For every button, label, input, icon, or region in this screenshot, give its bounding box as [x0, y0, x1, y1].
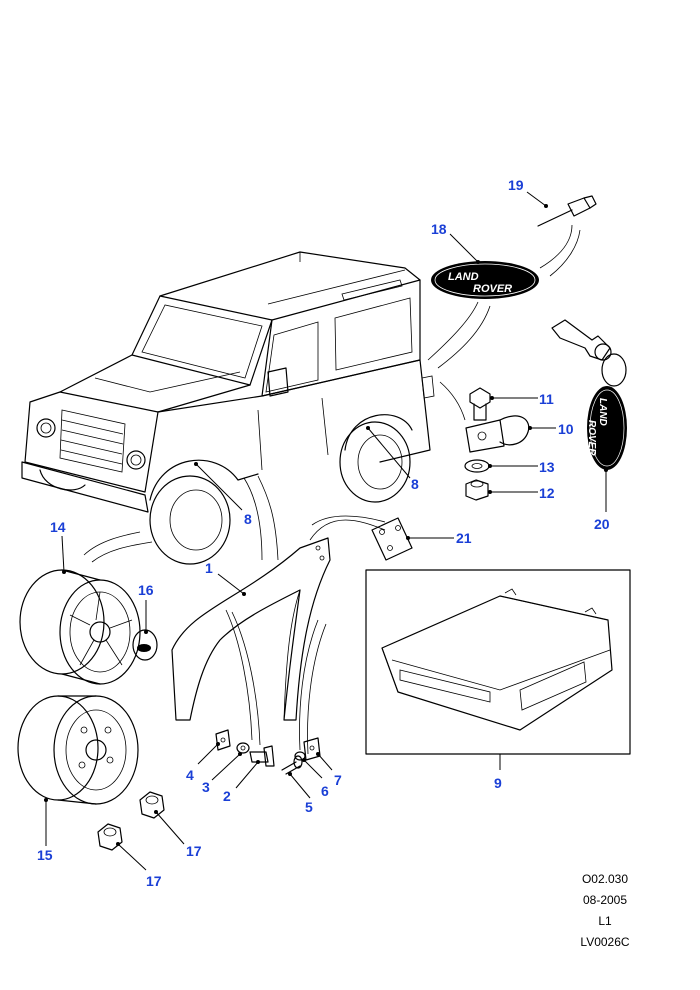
rivet-part: [537, 195, 597, 227]
footer-code: O02.030: [581, 872, 629, 886]
callout-6: 6: [321, 783, 329, 799]
washer-part-13: [464, 459, 490, 473]
leader-lines: [44, 191, 608, 871]
wheel-nut-part-b: [97, 823, 123, 851]
callout-7: 7: [334, 772, 342, 788]
cover-part: [381, 588, 613, 731]
lashing-ring-part: [465, 415, 530, 453]
wheel-nut-part-a: [139, 791, 165, 819]
callout-10: 10: [558, 421, 574, 437]
callout-5: 5: [305, 799, 313, 815]
callout-9: 9: [494, 775, 502, 791]
footer-date: 08-2005: [582, 893, 628, 907]
nut-part-12: [465, 479, 489, 501]
bolt-part-2: [249, 745, 275, 767]
key-fob-part: LAND ROVER: [551, 319, 627, 470]
callout-19: 19: [508, 177, 524, 193]
footer-level: L1: [598, 914, 612, 928]
callout-17-b: 17: [146, 873, 162, 889]
callout-2: 2: [223, 788, 231, 804]
fob-land-text: LAND: [597, 398, 608, 426]
mounting-plate-part: [371, 517, 413, 561]
steel-wheel-part: [17, 695, 139, 805]
clip-part-4: [215, 729, 231, 751]
callout-4: 4: [186, 767, 194, 783]
cover-inset-box: [365, 569, 631, 755]
callout-12: 12: [539, 485, 555, 501]
callout-21: 21: [456, 530, 472, 546]
callout-15: 15: [37, 847, 53, 863]
callout-17-a: 17: [186, 843, 202, 859]
vehicle-illustration: [21, 251, 435, 565]
callout-14: 14: [50, 519, 66, 535]
rear-badge-land-rover: LAND ROVER: [431, 261, 539, 299]
callout-16: 16: [138, 582, 154, 598]
screw-part-5: [281, 755, 303, 775]
callout-labels: 1 2 3 4 5 6 7 8 8 9 10 11 12 13 14 15 16…: [37, 177, 610, 889]
callout-1: 1: [205, 560, 213, 576]
callout-13: 13: [539, 459, 555, 475]
washer-part-3: [236, 742, 250, 754]
callout-20: 20: [594, 516, 610, 532]
clip-part-7: [303, 737, 321, 761]
badge-land-text: LAND: [448, 271, 479, 283]
fob-rover-text: ROVER: [586, 420, 597, 456]
callout-3: 3: [202, 779, 210, 795]
callout-18: 18: [431, 221, 447, 237]
wheel-arch-part: [171, 537, 331, 755]
callout-11: 11: [539, 391, 554, 407]
bolt-part-11: [469, 387, 491, 421]
badge-rover-text: ROVER: [473, 283, 512, 295]
callout-8-rear: 8: [411, 476, 419, 492]
alloy-wheel-part: [19, 569, 141, 685]
callout-8-front: 8: [244, 511, 252, 527]
centre-cap-part: [132, 629, 158, 661]
footer-ref: LV0026C: [580, 935, 630, 949]
